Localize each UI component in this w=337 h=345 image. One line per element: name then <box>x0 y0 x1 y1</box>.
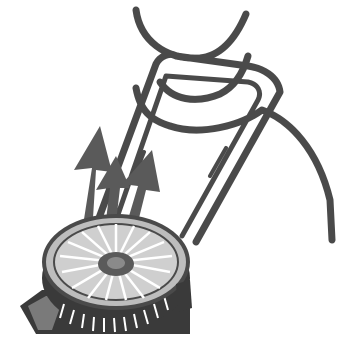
person-outline <box>136 10 332 240</box>
fan-body <box>20 216 192 334</box>
fan-hub-center <box>107 257 125 269</box>
fan-clip <box>176 280 192 312</box>
shoulder-outline <box>170 110 332 240</box>
chin-outline <box>136 10 246 58</box>
fan-neckband <box>96 54 280 242</box>
